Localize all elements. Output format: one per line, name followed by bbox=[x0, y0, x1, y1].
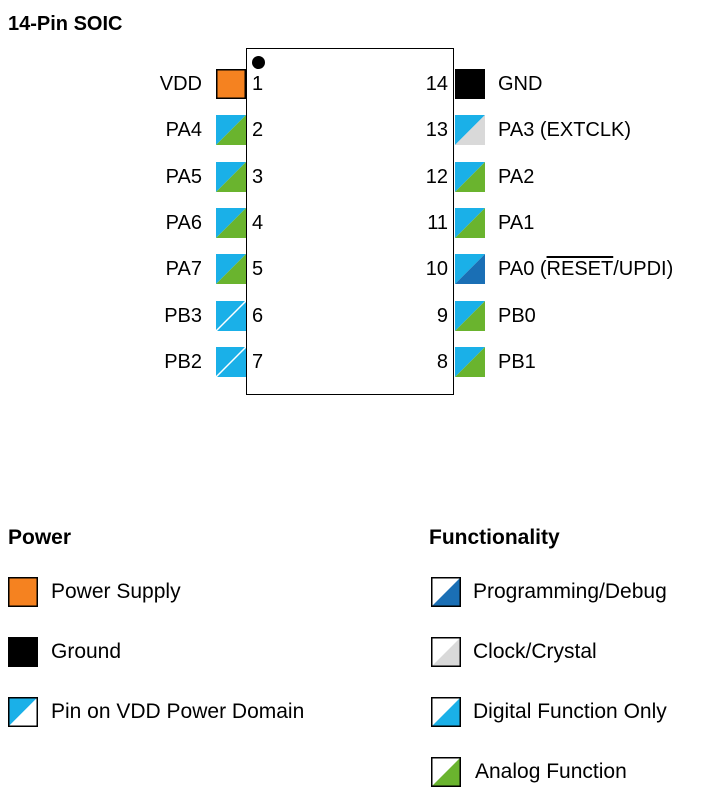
legend-functionality-title: Functionality bbox=[429, 526, 560, 549]
pin-10-name-reset: RESET bbox=[546, 258, 614, 280]
pad-graphic bbox=[455, 254, 485, 284]
pin-11-name: PA1 bbox=[498, 212, 535, 234]
pad-graphic bbox=[216, 208, 246, 238]
legend-analog-swatch bbox=[431, 757, 461, 787]
legend-clock-swatch bbox=[431, 637, 461, 667]
legend-digital-swatch bbox=[431, 697, 461, 727]
pin-3-pad bbox=[216, 162, 246, 192]
pin-9-pad bbox=[455, 301, 485, 331]
pin-4-number: 4 bbox=[252, 212, 264, 234]
pad-graphic bbox=[455, 301, 485, 331]
pin-13-pad bbox=[455, 115, 485, 145]
pin-8-number: 8 bbox=[436, 351, 448, 373]
pad-graphic bbox=[216, 301, 246, 331]
pin-7-pad bbox=[216, 347, 246, 377]
pin-2-pad bbox=[216, 115, 246, 145]
legend-programming-label: Programming/Debug bbox=[473, 580, 667, 603]
legend-vdd-domain-label: Pin on VDD Power Domain bbox=[51, 700, 305, 723]
pad-graphic bbox=[455, 162, 485, 192]
pin-9-name: PB0 bbox=[498, 305, 536, 327]
pin-13-name: PA3 (EXTCLK) bbox=[498, 119, 631, 141]
legend-digital-label: Digital Function Only bbox=[473, 700, 667, 723]
pin-14-number: 14 bbox=[425, 73, 448, 95]
pin-10-name: PA0 (RESET/UPDI) bbox=[498, 254, 673, 284]
pin-12-number: 12 bbox=[425, 166, 448, 188]
pad-graphic bbox=[216, 254, 246, 284]
pin-11-pad bbox=[455, 208, 485, 238]
pin-14-pad bbox=[455, 69, 485, 99]
legend-ground-label: Ground bbox=[51, 640, 122, 663]
pin-7-name: PB2 bbox=[164, 351, 202, 373]
legend-programming-swatch bbox=[431, 577, 461, 607]
pad-graphic bbox=[431, 697, 461, 727]
pin-2-name: PA4 bbox=[165, 119, 202, 141]
pad-graphic bbox=[216, 69, 246, 99]
pad-graphic bbox=[431, 757, 461, 787]
pin-10-pad bbox=[455, 254, 485, 284]
pin-1-number: 1 bbox=[252, 73, 264, 95]
legend-vdd-domain-swatch bbox=[8, 697, 38, 727]
pin-8-pad bbox=[455, 347, 485, 377]
pin-2-number: 2 bbox=[252, 119, 264, 141]
pad-graphic bbox=[431, 637, 461, 667]
pad-graphic bbox=[455, 208, 485, 238]
pad-graphic bbox=[431, 577, 461, 607]
pin-3-number: 3 bbox=[252, 166, 264, 188]
pad-graphic bbox=[216, 115, 246, 145]
legend-power-supply-label: Power Supply bbox=[51, 580, 181, 603]
pad-graphic bbox=[8, 577, 38, 607]
pin-9-number: 9 bbox=[436, 305, 448, 327]
pin-10-name-prefix: PA0 ( bbox=[498, 258, 547, 280]
pad-graphic bbox=[455, 115, 485, 145]
legend-clock-label: Clock/Crystal bbox=[473, 640, 597, 663]
pad-graphic bbox=[216, 347, 246, 377]
pin1-marker-dot bbox=[252, 56, 265, 69]
pin-1-name: VDD bbox=[159, 73, 202, 95]
pin-6-pad bbox=[216, 301, 246, 331]
pin-11-number: 11 bbox=[427, 212, 448, 234]
pin-6-name: PB3 bbox=[164, 305, 202, 327]
diagram-title: 14-Pin SOIC bbox=[8, 13, 123, 35]
pin-10-name-suffix: /UPDI) bbox=[613, 258, 674, 280]
pin-5-pad bbox=[216, 254, 246, 284]
pin-5-name: PA7 bbox=[165, 258, 202, 280]
pad-graphic bbox=[455, 347, 485, 377]
pin-10-number: 10 bbox=[425, 258, 448, 280]
pin-6-number: 6 bbox=[252, 305, 264, 327]
legend-power-title: Power bbox=[8, 526, 72, 549]
pad-graphic bbox=[216, 162, 246, 192]
legend-power-supply-swatch bbox=[8, 577, 38, 607]
pin-4-name: PA6 bbox=[165, 212, 202, 234]
pin-7-number: 7 bbox=[252, 351, 264, 373]
legend-analog-label: Analog Function bbox=[475, 760, 627, 783]
pin-8-name: PB1 bbox=[498, 351, 536, 373]
pin-12-pad bbox=[455, 162, 485, 192]
pin-14-name: GND bbox=[498, 73, 543, 95]
pin-5-number: 5 bbox=[252, 258, 264, 280]
pad-graphic bbox=[455, 69, 485, 99]
pin-1-pad bbox=[216, 69, 246, 99]
legend-ground-swatch bbox=[8, 637, 38, 667]
pin-4-pad bbox=[216, 208, 246, 238]
pin-12-name: PA2 bbox=[498, 166, 535, 188]
pin-13-number: 13 bbox=[425, 119, 448, 141]
ic-package-body bbox=[246, 48, 454, 395]
pad-graphic bbox=[8, 637, 38, 667]
pin-3-name: PA5 bbox=[165, 166, 202, 188]
pad-graphic bbox=[8, 697, 38, 727]
